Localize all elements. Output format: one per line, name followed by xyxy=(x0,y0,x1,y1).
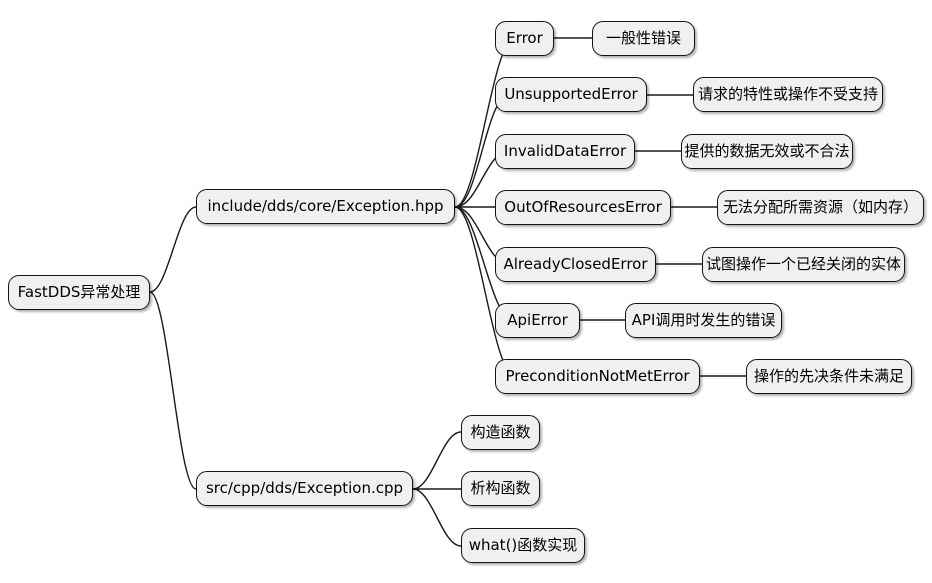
node-invalid-data-error-description[interactable]: 提供的数据无效或不合法 xyxy=(681,134,853,169)
node-precondition-not-met-error-description[interactable]: 操作的先决条件未满足 xyxy=(746,359,912,394)
node-already-closed-error[interactable]: AlreadyClosedError xyxy=(495,247,656,282)
edge-src-to-what xyxy=(412,488,462,547)
node-unsupported-error[interactable]: UnsupportedError xyxy=(495,77,647,112)
node-already-closed-error-description[interactable]: 试图操作一个已经关闭的实体 xyxy=(702,247,905,282)
node-constructor-label: 构造函数 xyxy=(470,423,531,441)
branch-node-include-hpp-label: include/dds/core/Exception.hpp xyxy=(207,197,444,215)
node-unsupported-error-description[interactable]: 请求的特性或操作不受支持 xyxy=(693,77,883,112)
node-invalid-data-error-label: InvalidDataError xyxy=(503,142,627,160)
node-what-implementation[interactable]: what()函数实现 xyxy=(461,528,585,563)
node-precondition-not-met-error-description-label: 操作的先决条件未满足 xyxy=(754,367,905,385)
root-node-label: FastDDS异常处理 xyxy=(17,283,141,301)
node-out-of-resources-error-label: OutOfResourcesError xyxy=(504,198,662,216)
branch-node-src-cpp[interactable]: src/cpp/dds/Exception.cpp xyxy=(196,471,413,506)
node-out-of-resources-error-description[interactable]: 无法分配所需资源（如内存） xyxy=(717,190,924,225)
node-unsupported-error-label: UnsupportedError xyxy=(504,85,638,103)
node-unsupported-error-description-label: 请求的特性或操作不受支持 xyxy=(698,85,879,103)
edge-root-to-include-hpp xyxy=(149,206,197,293)
node-error-description[interactable]: 一般性错误 xyxy=(592,21,695,56)
root-node[interactable]: FastDDS异常处理 xyxy=(8,275,150,310)
node-api-error-description-label: API调用时发生的错误 xyxy=(631,311,776,329)
branch-node-include-hpp[interactable]: include/dds/core/Exception.hpp xyxy=(196,189,455,224)
node-api-error-label: ApiError xyxy=(507,311,568,329)
node-out-of-resources-error[interactable]: OutOfResourcesError xyxy=(495,190,671,225)
node-out-of-resources-error-description-label: 无法分配所需资源（如内存） xyxy=(723,198,919,216)
node-error-label: Error xyxy=(506,29,543,47)
branch-node-src-cpp-label: src/cpp/dds/Exception.cpp xyxy=(205,479,404,497)
node-api-error[interactable]: ApiError xyxy=(495,303,580,338)
edge-include-to-precondition xyxy=(454,206,516,377)
node-invalid-data-error[interactable]: InvalidDataError xyxy=(495,134,635,169)
node-invalid-data-error-description-label: 提供的数据无效或不合法 xyxy=(684,142,850,160)
edge-src-to-constructor xyxy=(412,431,462,490)
node-precondition-not-met-error[interactable]: PreconditionNotMetError xyxy=(495,359,700,394)
node-destructor-label: 析构函数 xyxy=(470,479,531,497)
node-already-closed-error-label: AlreadyClosedError xyxy=(503,255,648,273)
node-what-implementation-label: what()函数实现 xyxy=(468,536,578,554)
node-api-error-description[interactable]: API调用时发生的错误 xyxy=(625,303,782,338)
node-destructor[interactable]: 析构函数 xyxy=(461,471,540,506)
edge-root-to-src-cpp xyxy=(149,291,197,490)
node-precondition-not-met-error-label: PreconditionNotMetError xyxy=(505,367,690,385)
node-error-description-label: 一般性错误 xyxy=(605,29,681,47)
edge-include-to-error xyxy=(454,37,516,208)
node-error[interactable]: Error xyxy=(495,21,554,56)
node-already-closed-error-description-label: 试图操作一个已经关闭的实体 xyxy=(706,255,902,273)
node-constructor[interactable]: 构造函数 xyxy=(461,415,540,450)
